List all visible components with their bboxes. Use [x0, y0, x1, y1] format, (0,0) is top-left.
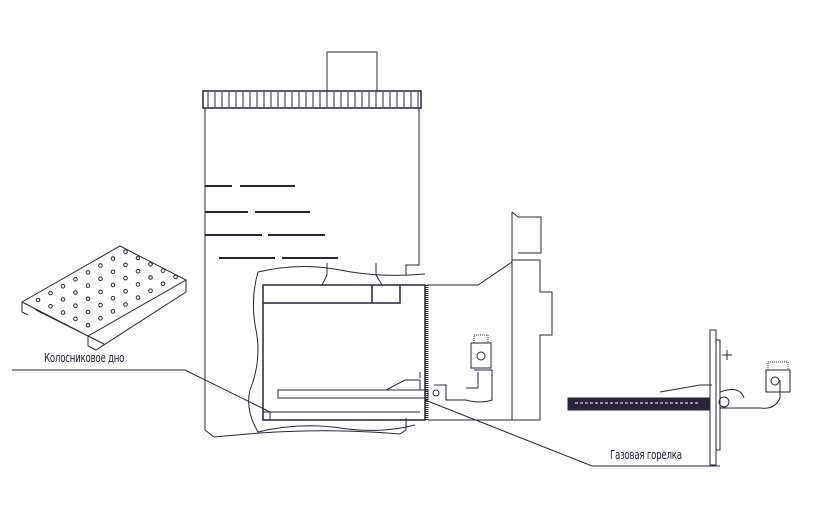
grate-hole — [60, 297, 66, 302]
grate-hole — [48, 290, 53, 296]
grate-hole — [73, 303, 78, 309]
grate-hole — [98, 276, 103, 282]
grate-hole — [160, 268, 166, 273]
grate-hole — [173, 274, 178, 280]
grate-hole — [148, 288, 153, 294]
baffle-shelf — [263, 285, 401, 304]
grate-hole — [123, 302, 128, 307]
grate-leader-line — [12, 369, 271, 413]
grate-hole — [98, 316, 103, 321]
grate-hole — [135, 255, 141, 261]
grate-hole — [123, 275, 128, 281]
grate-isometric — [20, 245, 188, 351]
grate-hole — [85, 309, 91, 315]
grate-hole — [110, 269, 116, 275]
grate-hole — [98, 289, 103, 295]
grate-hole — [73, 277, 78, 282]
grate-hole — [73, 290, 78, 295]
grate-hole — [85, 322, 91, 328]
grate-hole — [35, 297, 41, 303]
firebox-neck — [321, 263, 383, 286]
grate-hole — [85, 283, 91, 288]
grate-hole — [73, 316, 78, 322]
grate-hole — [48, 304, 53, 309]
top-collar — [202, 90, 422, 109]
grate-hole — [135, 282, 141, 287]
burner-label: Газовая горелка — [610, 448, 682, 462]
water-tank-lines — [205, 185, 338, 259]
stove-body — [204, 108, 420, 438]
grate-hole — [85, 270, 91, 275]
grate-hole — [110, 309, 116, 314]
burner-assembly — [567, 329, 791, 466]
grate-hole — [110, 295, 116, 301]
grate-hole — [110, 256, 116, 261]
grate-bottom — [263, 411, 420, 420]
side-panel — [427, 211, 553, 421]
grate-hole — [98, 263, 103, 268]
grate-hole — [123, 289, 128, 294]
grate-hole — [110, 282, 116, 288]
cutaway-outline — [248, 265, 426, 433]
chimney — [326, 51, 378, 92]
gas-valve — [432, 334, 493, 403]
grate-hole — [123, 262, 128, 268]
grate-label: Колосниковое дно — [44, 351, 125, 365]
burner-leader-line — [424, 399, 720, 467]
burner-tube — [277, 372, 429, 399]
grate-hole — [123, 249, 128, 254]
grate-hole — [60, 283, 66, 289]
grate-hole — [160, 281, 166, 287]
grate-hole — [85, 296, 91, 302]
grate-hole — [60, 310, 66, 315]
firebox — [262, 284, 426, 421]
grate-hole — [148, 262, 153, 267]
grate-hole — [135, 268, 141, 274]
grate-hole — [98, 302, 103, 308]
grate-hole — [135, 295, 141, 300]
grate-hole — [148, 275, 153, 280]
